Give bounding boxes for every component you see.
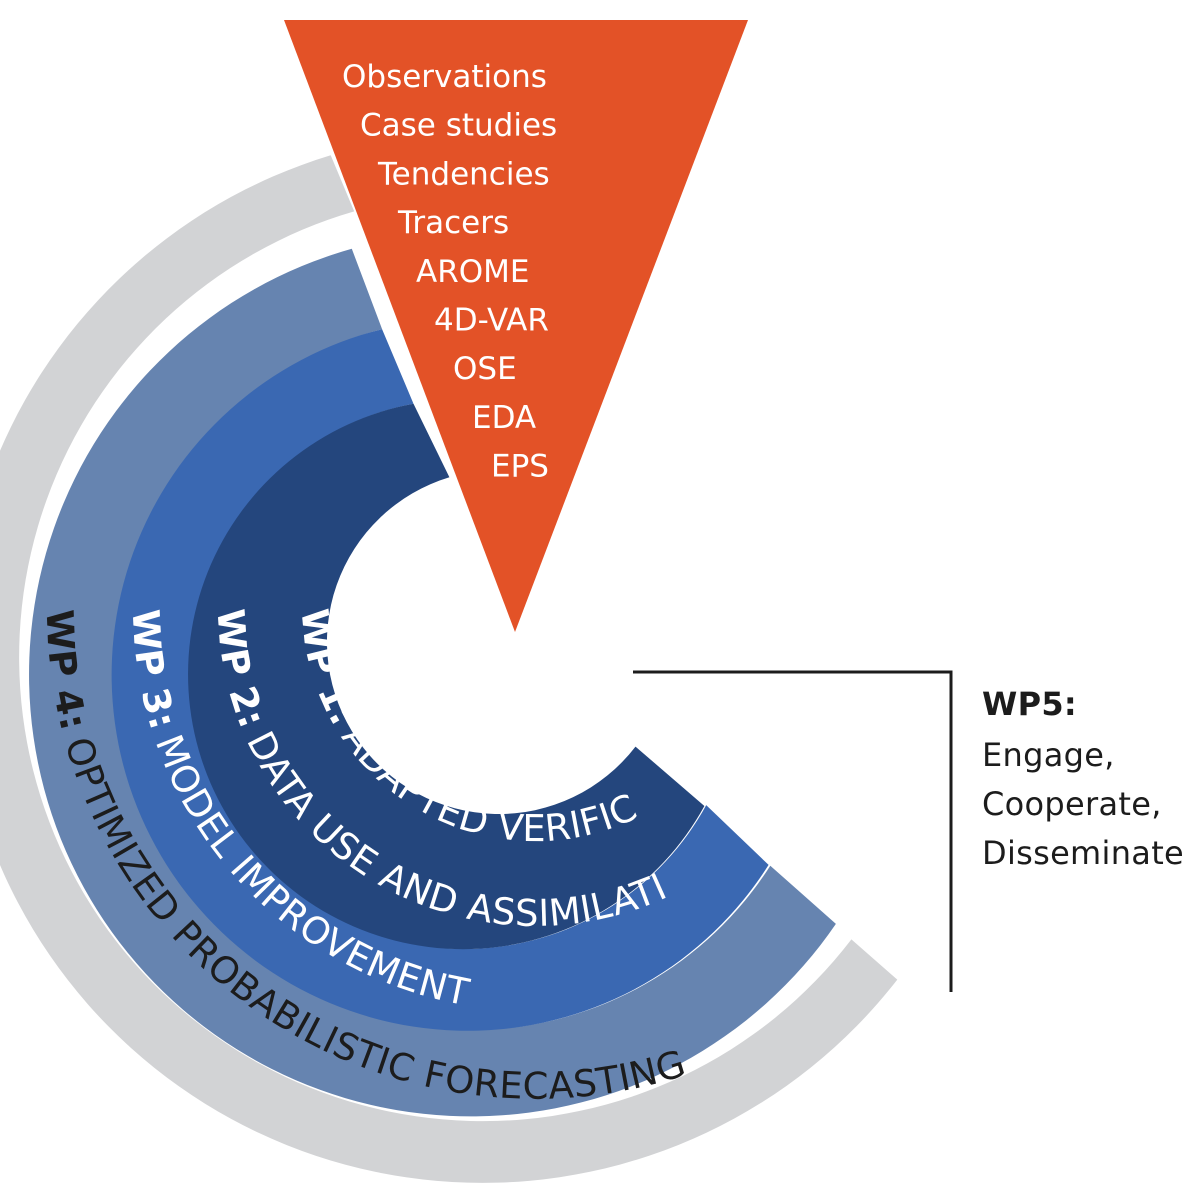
funnel-item: Tendencies: [377, 156, 550, 192]
funnel-item: Tracers: [397, 205, 509, 241]
funnel-item: AROME: [416, 254, 529, 290]
wp5-line-engage: Engage,: [982, 736, 1115, 774]
funnel-item: EDA: [472, 400, 536, 436]
funnel-item: OSE: [453, 351, 517, 387]
input-funnel-triangle: [284, 20, 748, 632]
funnel-item: Observations: [342, 59, 547, 95]
funnel-item: Case studies: [360, 108, 557, 144]
wp5-title: WP5:: [982, 685, 1077, 723]
wp5-bracket: [633, 670, 953, 992]
funnel-item: 4D-VAR: [434, 303, 549, 339]
ring-wp1: [188, 403, 705, 950]
funnel-item: EPS: [491, 449, 549, 485]
wp5-line-disseminate: Disseminate: [982, 834, 1184, 872]
wp5-line-cooperate: Cooperate,: [982, 785, 1162, 823]
